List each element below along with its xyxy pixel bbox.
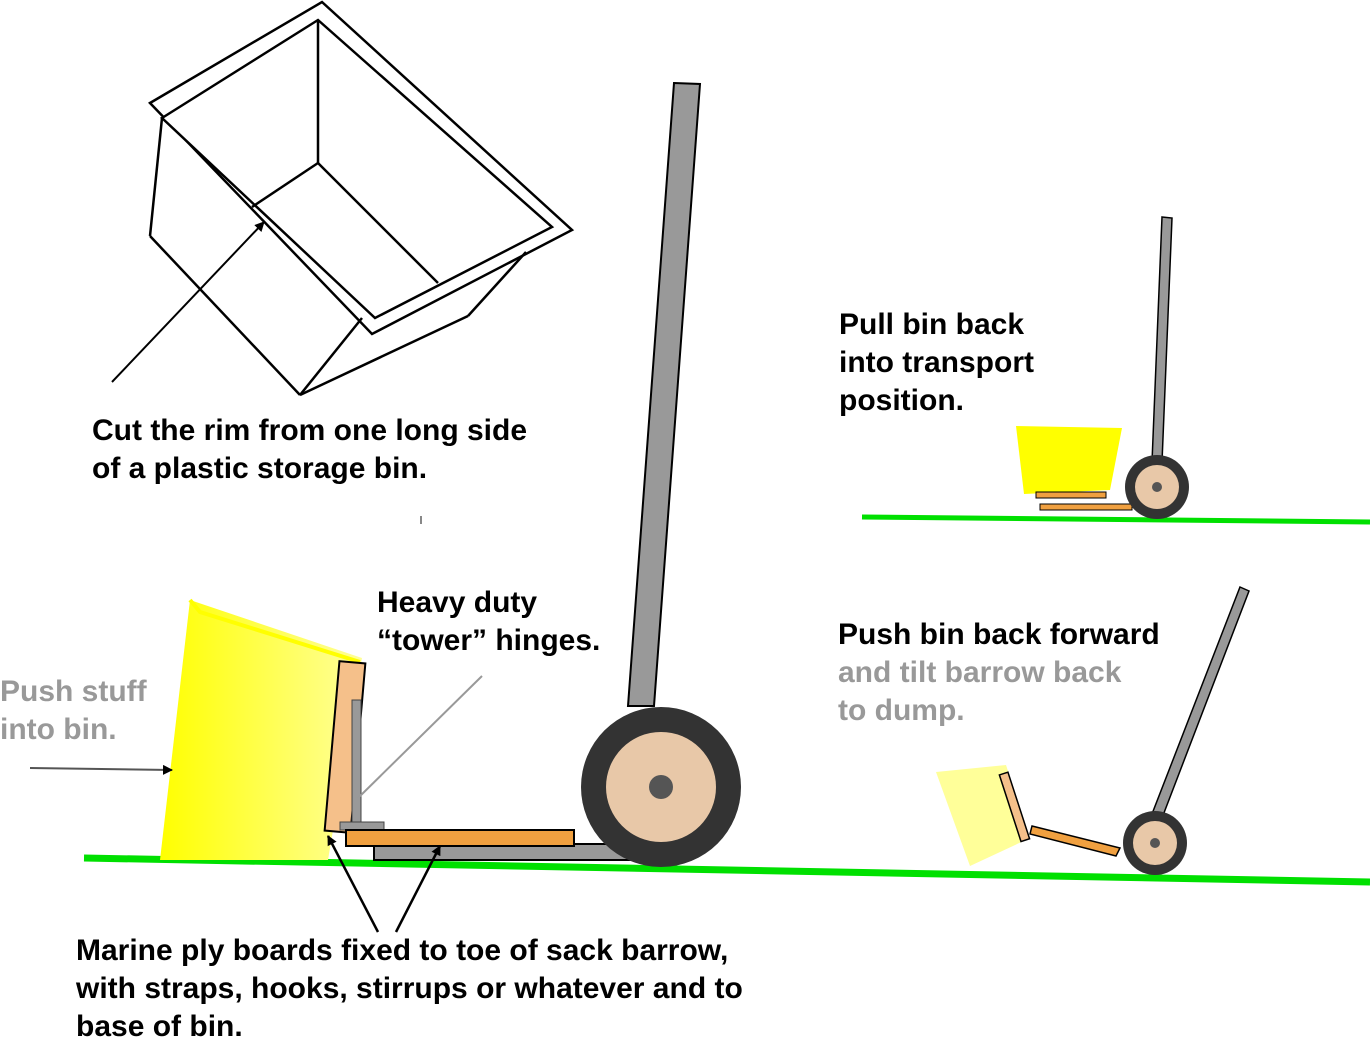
wheel-dump-axle [1150, 838, 1160, 848]
hinge-board-dump [998, 771, 1031, 843]
marine-ply-label: Marine ply boards fixed to toe of sack b… [76, 932, 743, 1046]
bin-rim-main [188, 598, 361, 664]
push-forward-label: Push bin back forward and tilt barrow ba… [838, 616, 1160, 730]
hinges-label: Heavy duty “tower” hinges. [377, 584, 600, 660]
tower-hinge [351, 699, 362, 829]
ground-line-transport [861, 514, 1370, 525]
push-stuff-arrow [29, 764, 173, 775]
push-stuff-label: Push stuff into bin. [0, 673, 147, 749]
pull-back-line-1: Pull bin back [839, 308, 1025, 341]
ply-board-transport [1035, 491, 1107, 499]
cut-rim-line-2: of a plastic storage bin. [92, 452, 428, 485]
push-stuff-line-2: into bin. [0, 713, 117, 746]
ply-board-main [345, 829, 575, 847]
barrow-handle-main [626, 81, 702, 707]
barrow-handle-transport [1151, 216, 1173, 463]
push-forward-line-1: Push bin back forward [838, 618, 1160, 651]
cut-rim-label: Cut the rim from one long side of a plas… [92, 412, 527, 488]
ply-board-dump [1029, 825, 1122, 857]
yellow-bin-transport [1016, 426, 1122, 494]
ground-line-main [83, 854, 1370, 886]
marine-ply-arrow-1 [326, 835, 380, 933]
hinge-pointer-line [355, 675, 483, 801]
barrow-handle-dump [1151, 585, 1250, 819]
ply-board-transport-lower [1039, 503, 1133, 511]
marine-ply-line-2: with straps, hooks, stirrups or whatever… [76, 972, 743, 1005]
push-stuff-line-1: Push stuff [0, 675, 147, 708]
hinges-line-2: “tower” hinges. [377, 624, 601, 657]
storage-bin-outline [148, 0, 575, 397]
pull-back-line-2: into transport [839, 346, 1034, 379]
marine-ply-arrow-2 [394, 845, 442, 933]
hinges-line-1: Heavy duty [377, 586, 538, 619]
marine-ply-line-1: Marine ply boards fixed to toe of sack b… [76, 934, 729, 967]
cut-rim-line-1: Cut the rim from one long side [92, 414, 528, 447]
wheel-transport-axle [1152, 482, 1162, 492]
pull-back-label: Pull bin back into transport position. [839, 306, 1034, 420]
marine-ply-line-3: base of bin. [76, 1010, 243, 1043]
yellow-bin-main [160, 600, 362, 860]
push-forward-line-2: and tilt barrow back [838, 656, 1122, 689]
cut-rim-pointer-arrow [111, 221, 265, 383]
push-forward-line-3: to dump. [838, 694, 965, 727]
pull-back-line-3: position. [839, 384, 964, 417]
wheel-main-axle [649, 775, 673, 799]
hinge-foot [339, 821, 385, 831]
